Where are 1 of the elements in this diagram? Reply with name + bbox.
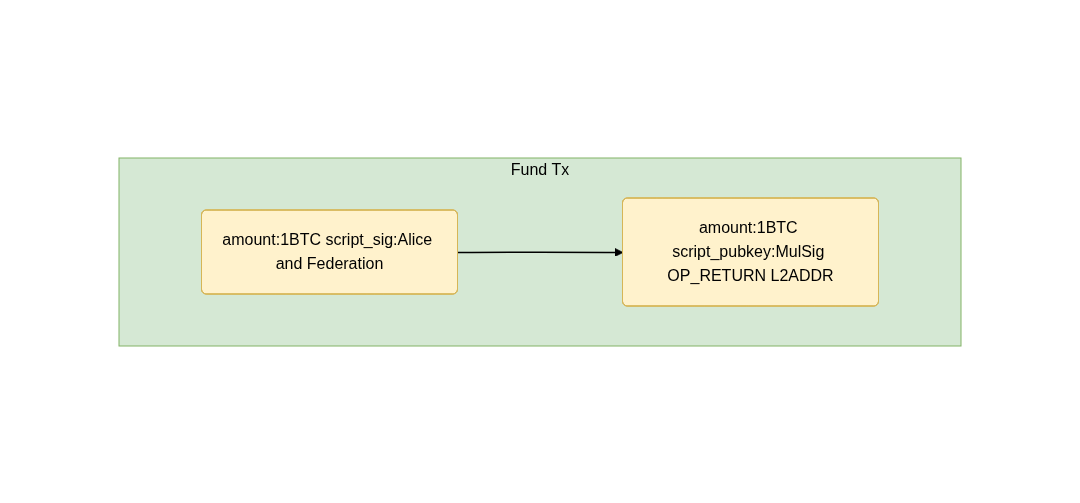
arrow (457, 247, 624, 257)
